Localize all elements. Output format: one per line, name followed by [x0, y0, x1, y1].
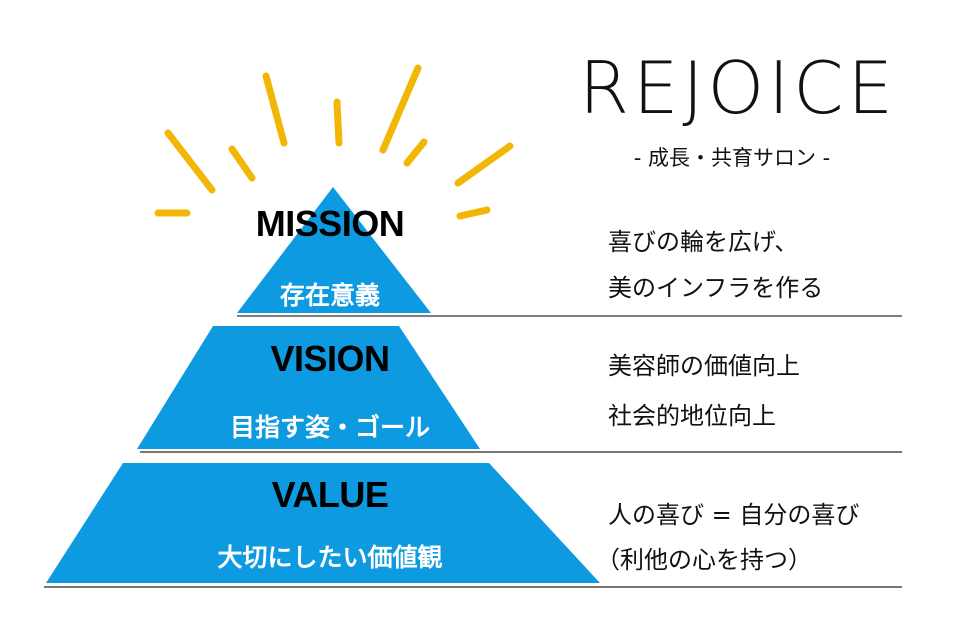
brand-tagline: - 成長・共育サロン - [633, 146, 831, 170]
vision-description-line: 美容師の価値向上 [608, 352, 800, 380]
mission-description-line: 美のインフラを作る [608, 274, 824, 302]
sun-rays [154, 64, 514, 220]
ray [456, 206, 491, 220]
mission-heading: MISSION [255, 203, 405, 244]
brand-logo: REJOICE [579, 46, 893, 130]
value-subtitle: 大切にしたい価値観 [217, 543, 443, 572]
vision-tier-shape [137, 326, 480, 449]
vision-description-line: 社会的地位向上 [608, 402, 776, 430]
value-description-line: （利他の心を持つ） [596, 546, 812, 574]
ray [333, 98, 343, 147]
value-tier-shape [46, 463, 600, 583]
vision-subtitle: 目指す姿・ゴール [229, 413, 431, 442]
mission-subtitle: 存在意義 [279, 281, 381, 310]
mission-description-line: 喜びの輪を広げ、 [608, 228, 799, 256]
value-description-line: 人の喜び = 自分の喜び [608, 501, 860, 529]
ray [403, 138, 428, 167]
ray [454, 142, 514, 187]
ray [379, 64, 422, 154]
ray [262, 72, 288, 147]
ray [228, 145, 256, 182]
vision-heading: VISION [270, 338, 390, 379]
mission-tier-shape [237, 187, 431, 313]
value-heading: VALUE [271, 474, 389, 515]
ray [164, 129, 216, 194]
